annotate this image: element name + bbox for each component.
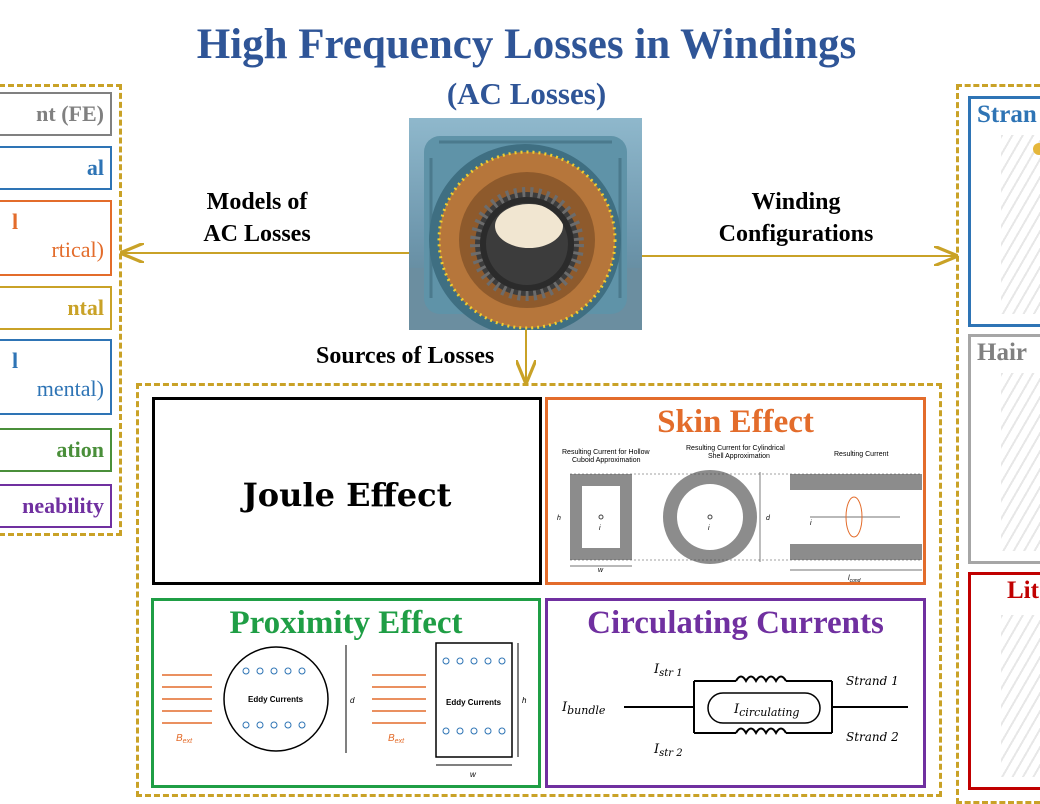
models-label-line1: Models of xyxy=(206,189,308,215)
sources-group xyxy=(136,383,942,797)
proximity-round-conductor xyxy=(223,646,329,752)
ibundle-label: Ibundle xyxy=(561,700,606,717)
model-item-sublabel: mental) xyxy=(36,376,104,401)
model-item: al xyxy=(0,146,112,190)
proximity-effect-diagram: Bext Eddy Currents d Bext Eddy Currents … xyxy=(162,642,527,779)
skin-cuboid-inner xyxy=(582,486,620,548)
model-item: neability xyxy=(0,484,112,528)
proximity-w-label: w xyxy=(470,770,477,779)
model-item: l mental) xyxy=(0,339,112,415)
skin-cuboid-i: i xyxy=(599,525,601,532)
skin-effect-panel: Skin Effect Resulting Current for Hollow… xyxy=(545,397,926,585)
models-label: Models of AC Losses xyxy=(176,186,338,250)
motor-photo xyxy=(409,118,642,330)
motor-stator-illustration xyxy=(409,136,642,330)
skin-caption-1b: Cuboid Approximation xyxy=(572,457,641,464)
skin-w-label: w xyxy=(598,567,604,574)
model-item-label: ntal xyxy=(67,295,104,320)
config-stranded-label: Stran xyxy=(977,101,1037,128)
joule-effect-panel: Joule Effect xyxy=(152,397,542,585)
proximity-rect-eddies xyxy=(442,657,506,735)
proximity-eddy-label-1: Eddy Currents xyxy=(248,695,304,704)
skin-effect-title: Skin Effect xyxy=(657,404,814,440)
proximity-bext-2: Bext xyxy=(388,733,405,745)
proximity-field-arrows-2 xyxy=(372,674,426,724)
model-item: nt (FE) xyxy=(0,92,112,136)
model-item-label: al xyxy=(86,155,104,180)
skin-cuboid-current xyxy=(598,514,604,520)
config-litz-label: Lit xyxy=(1007,577,1039,604)
configurations-label: Winding Configurations xyxy=(696,186,896,250)
model-item-label: ation xyxy=(56,437,104,462)
skin-caption-1a: Resulting Current for Hollow xyxy=(562,449,650,456)
circulating-loop xyxy=(707,692,821,724)
model-item: ntal xyxy=(0,286,112,330)
istr2-label: Istr 2 xyxy=(653,742,683,759)
proximity-round-eddies xyxy=(242,667,306,729)
strand2-coil xyxy=(735,727,787,736)
config-hairpin: Hair xyxy=(968,334,1040,564)
skin-effect-diagram: Resulting Current for Hollow Cuboid Appr… xyxy=(557,445,922,582)
config-hairpin-label: Hair xyxy=(977,339,1027,366)
litz-illustration xyxy=(1001,615,1040,777)
configurations-label-line1: Winding xyxy=(751,189,841,215)
proximity-bext-1: Bext xyxy=(176,733,193,745)
joule-effect-title: Joule Effect xyxy=(242,476,452,514)
strand1-label: Strand 1 xyxy=(846,674,899,688)
proximity-effect-panel: Proximity Effect Bext Eddy Currents d Be… xyxy=(151,598,541,788)
circulating-currents-panel: Circulating Currents Ibundle Icirculatin… xyxy=(545,598,926,788)
proximity-effect-title: Proximity Effect xyxy=(229,605,463,641)
model-item-sublabel: rtical) xyxy=(51,237,104,262)
skin-cylinder-inner xyxy=(677,484,743,550)
skin-h-label: h xyxy=(557,515,561,522)
skin-caption-2b: Shell Approximation xyxy=(708,453,770,460)
skin-caption-3: Resulting Current xyxy=(834,451,889,458)
model-item: ation xyxy=(0,428,112,472)
skin-lcond-label: lcond xyxy=(848,575,861,582)
skin-conductor-i: i xyxy=(810,520,812,527)
circulating-currents-diagram: Ibundle Icirculating Istr 1 Istr 2 Stran… xyxy=(561,662,908,759)
proximity-h-label: h xyxy=(522,696,527,705)
sources-label: Sources of Losses xyxy=(316,343,495,369)
icirculating-label: Icirculating xyxy=(733,702,799,719)
skin-current-loop xyxy=(845,496,863,538)
skin-cylinder-current xyxy=(707,514,713,520)
proximity-d-label: d xyxy=(350,696,355,705)
strand-marker-dot xyxy=(1033,143,1040,155)
config-stranded: Stran xyxy=(968,96,1040,327)
istr1-label: Istr 1 xyxy=(653,662,683,679)
model-item-label: nt (FE) xyxy=(36,101,104,126)
config-litz: Lit xyxy=(968,572,1040,790)
models-label-line2: AC Losses xyxy=(203,221,311,247)
circulating-currents-title: Circulating Currents xyxy=(587,605,884,641)
model-item-label: neability xyxy=(22,493,104,518)
configurations-label-line2: Configurations xyxy=(718,221,874,247)
page-title: High Frequency Losses in Windings xyxy=(196,21,857,68)
hairpin-illustration xyxy=(1001,373,1040,551)
strand1-coil xyxy=(735,675,787,684)
strand2-label: Strand 2 xyxy=(846,730,899,744)
model-item: l rtical) xyxy=(0,200,112,276)
skin-cylinder-i: i xyxy=(708,525,710,532)
skin-caption-2a: Resulting Current for Cylindrical xyxy=(686,445,785,452)
model-item-label: l xyxy=(12,348,19,373)
proximity-eddy-label-2: Eddy Currents xyxy=(446,698,502,707)
proximity-field-arrows-1 xyxy=(162,674,212,724)
stranded-illustration xyxy=(1001,135,1040,314)
models-group xyxy=(0,84,122,536)
model-item-label: l xyxy=(12,209,19,234)
page-subtitle: (AC Losses) xyxy=(446,76,607,111)
skin-d-label: d xyxy=(766,515,771,522)
